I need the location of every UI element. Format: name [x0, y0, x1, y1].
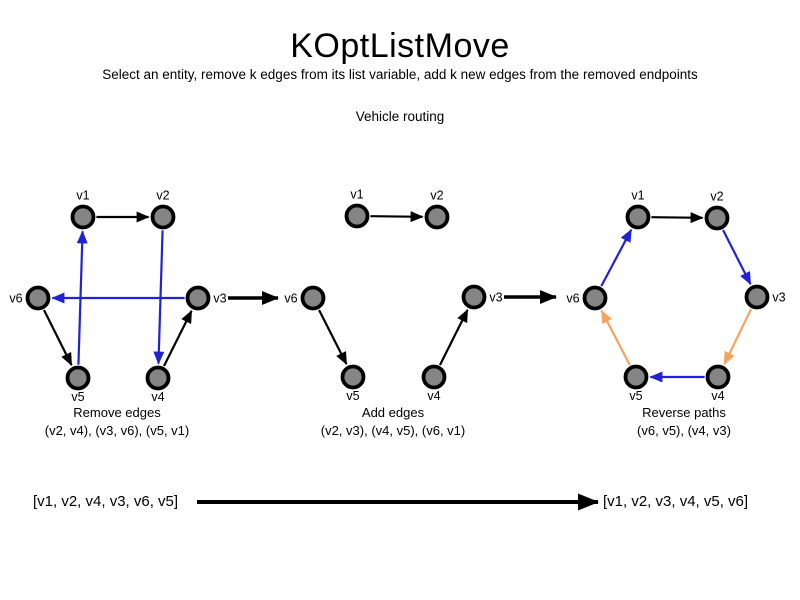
graph-node-reverse-paths-v4 [705, 364, 731, 390]
node-label-remove-edges-v4: v4 [151, 390, 164, 404]
node-label-add-edges-v4: v4 [427, 389, 440, 403]
caption-add-edges: Add edges (v2, v3), (v4, v5), (v6, v1) [233, 405, 553, 439]
caption-reverse-paths-detail: (v6, v5), (v4, v3) [637, 423, 731, 438]
graph-edge-remove-edges-v4-v3 [163, 309, 193, 367]
graph-node-add-edges-v6 [300, 285, 326, 311]
node-label-add-edges-v2: v2 [430, 189, 443, 203]
node-label-remove-edges-v6: v6 [9, 292, 22, 306]
graph-node-add-edges-v5 [340, 364, 366, 390]
context-label: Vehicle routing [355, 109, 445, 124]
node-label-reverse-paths-v5: v5 [629, 389, 642, 403]
graph-edge-add-edges-v6-v5 [318, 309, 348, 366]
caption-add-edges-detail: (v2, v3), (v4, v5), (v6, v1) [320, 423, 466, 438]
graph-edge-reverse-paths-v1-v2 [651, 212, 704, 224]
graph-edge-remove-edges-v5-v1 [76, 230, 88, 365]
graph-edge-reverse-paths-v5-v6 [600, 309, 631, 366]
list-variable-before: [v1, v2, v4, v3, v6, v5] [33, 493, 179, 510]
caption-reverse-paths-title: Reverse paths [642, 405, 726, 420]
node-label-reverse-paths-v4: v4 [711, 389, 724, 403]
node-label-add-edges-v6: v6 [284, 292, 297, 306]
caption-remove-edges-detail: (v2, v4), (v3, v6), (v5, v1) [44, 423, 190, 438]
caption-add-edges-title: Add edges [361, 405, 425, 420]
graph-node-remove-edges-v6 [25, 285, 51, 311]
graph-edge-add-edges-v4-v3 [439, 308, 469, 366]
node-label-add-edges-v5: v5 [346, 389, 359, 403]
graph-node-remove-edges-v1 [70, 204, 96, 230]
node-label-reverse-paths-v2: v2 [710, 190, 723, 204]
graph-edge-reverse-paths-v6-v1 [600, 228, 633, 287]
graph-node-remove-edges-v3 [185, 285, 211, 311]
graph-node-reverse-paths-v6 [582, 285, 608, 311]
graph-edge-remove-edges-v6-v5 [43, 309, 73, 367]
list-variable-after: [v1, v2, v3, v4, v5, v6] [603, 493, 749, 510]
graph-node-add-edges-v4 [421, 364, 447, 390]
node-label-reverse-paths-v6: v6 [566, 292, 579, 306]
node-label-add-edges-v3: v3 [489, 291, 502, 305]
node-label-remove-edges-v5: v5 [71, 390, 84, 404]
node-label-reverse-paths-v3: v3 [772, 291, 785, 305]
graph-node-add-edges-v1 [344, 203, 370, 229]
graph-node-reverse-paths-v5 [623, 364, 649, 390]
graph-edge-add-edges-v1-v2 [370, 211, 424, 223]
graph-node-add-edges-v3 [461, 284, 487, 310]
graph-node-reverse-paths-v2 [704, 205, 730, 231]
graph-node-reverse-paths-v1 [625, 204, 651, 230]
page-title: KOptListMove [290, 27, 510, 65]
page-subtitle: Select an entity, remove k edges from it… [102, 67, 698, 82]
node-label-remove-edges-v3: v3 [213, 292, 226, 306]
graph-node-remove-edges-v4 [145, 365, 171, 391]
caption-remove-edges-title: Remove edges [73, 405, 161, 420]
graph-node-reverse-paths-v3 [744, 284, 770, 310]
node-label-remove-edges-v2: v2 [156, 189, 169, 203]
node-label-remove-edges-v1: v1 [76, 189, 89, 203]
node-label-reverse-paths-v1: v1 [631, 189, 644, 203]
caption-remove-edges: Remove edges (v2, v4), (v3, v6), (v5, v1… [0, 405, 277, 439]
graph-node-remove-edges-v5 [65, 365, 91, 391]
graph-edge-reverse-paths-v2-v3 [722, 229, 752, 286]
node-label-add-edges-v1: v1 [350, 188, 363, 202]
graph-node-remove-edges-v2 [150, 204, 176, 230]
caption-reverse-paths: Reverse paths (v6, v5), (v4, v3) [524, 405, 800, 439]
graph-edge-reverse-paths-v3-v4 [723, 308, 753, 365]
graph-node-add-edges-v2 [424, 204, 450, 230]
